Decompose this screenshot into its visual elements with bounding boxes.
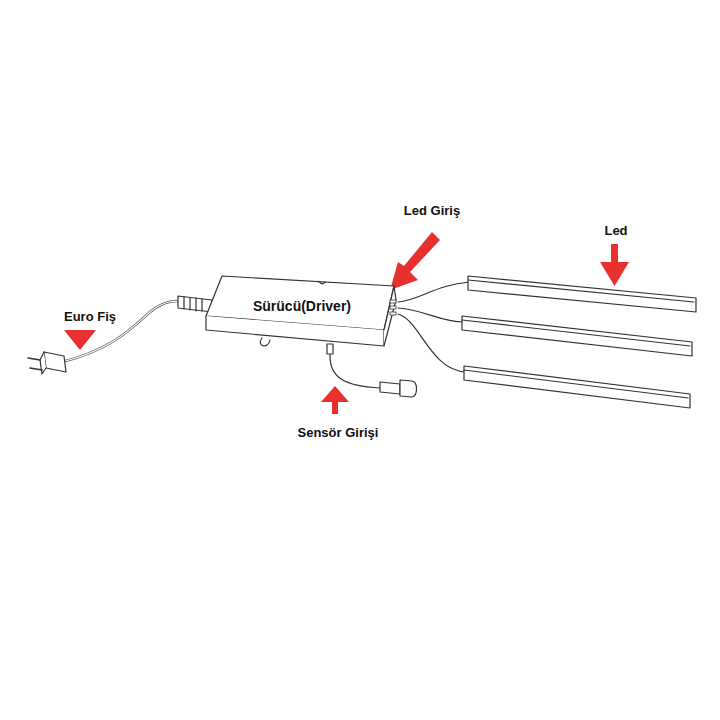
callout-label: Euro Fiş (64, 309, 116, 324)
callout-label: Led (604, 223, 627, 238)
callout-label: Sensör Girişi (298, 425, 379, 440)
driver-label: Sürücü(Driver) (253, 298, 351, 314)
callout-label: Led Giriş (404, 203, 460, 218)
driver-outline (200, 272, 404, 358)
driver-box: Sürücü(Driver) (200, 272, 404, 358)
